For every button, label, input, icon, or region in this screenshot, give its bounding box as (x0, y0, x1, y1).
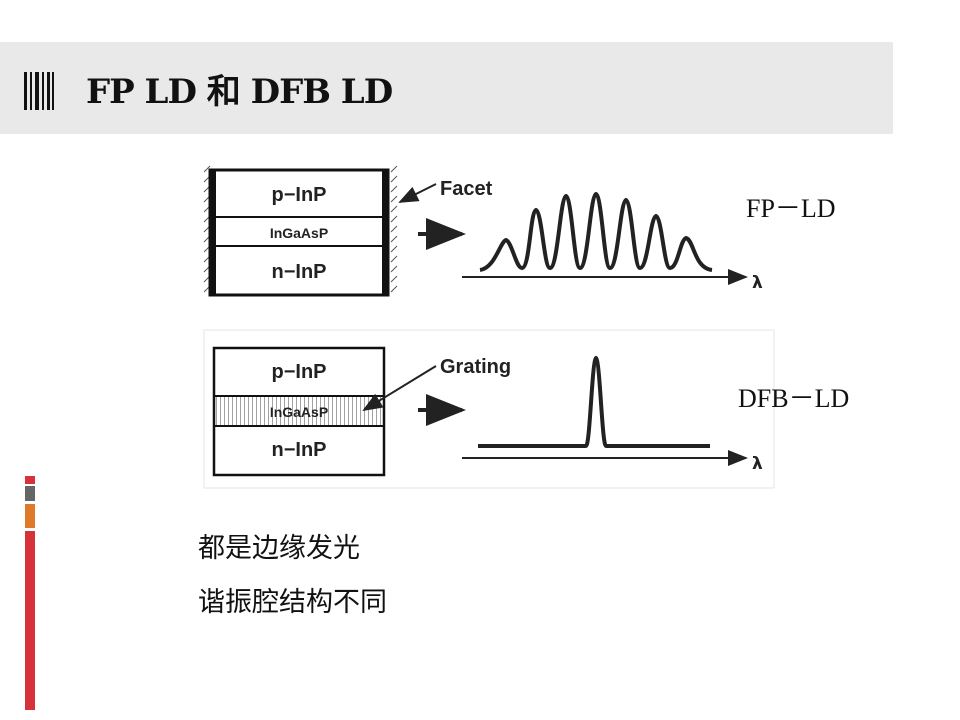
fp-layer-mid: InGaAsP (270, 225, 328, 241)
fp-axis-lambda: λ (752, 273, 763, 293)
fp-layer-bottom: n−InP (271, 261, 326, 283)
fp-structure: p−InP InGaAsP n−InP (203, 165, 398, 297)
dfb-spectrum-curve (478, 355, 710, 448)
page-title: FP LD 和 DFB LD (86, 72, 393, 112)
side-accent-bar (25, 476, 35, 710)
dfb-callout-arrow (362, 365, 437, 412)
bullet-edge-emitting: 都是边缘发光 (198, 533, 360, 564)
dfb-layer-bottom: n−InP (271, 439, 326, 461)
fp-spectrum-curve (479, 191, 713, 272)
dfb-layer-top: p−InP (271, 361, 326, 383)
dfb-callout-grating: Grating (440, 356, 511, 378)
dfb-layer-mid: InGaAsP (270, 404, 328, 420)
fp-callout-facet: Facet (440, 178, 493, 200)
title-band: FP LD 和 DFB LD (0, 42, 893, 134)
laser-diagram: p−InP InGaAsP n−InP Facet λ p−InP InGaAs… (203, 165, 775, 489)
bullet-cavity-structure: 谐振腔结构不同 (198, 587, 387, 618)
barcode-icon (24, 72, 54, 110)
dfb-structure: p−InP InGaAsP n−InP (203, 329, 775, 489)
fp-callout-arrow (398, 183, 437, 203)
fp-ld-label: FP－LD (746, 194, 836, 223)
dfb-ld-label: DFB－LD (738, 384, 850, 413)
fp-layer-top: p−InP (271, 184, 326, 206)
dfb-axis-lambda: λ (752, 454, 763, 474)
